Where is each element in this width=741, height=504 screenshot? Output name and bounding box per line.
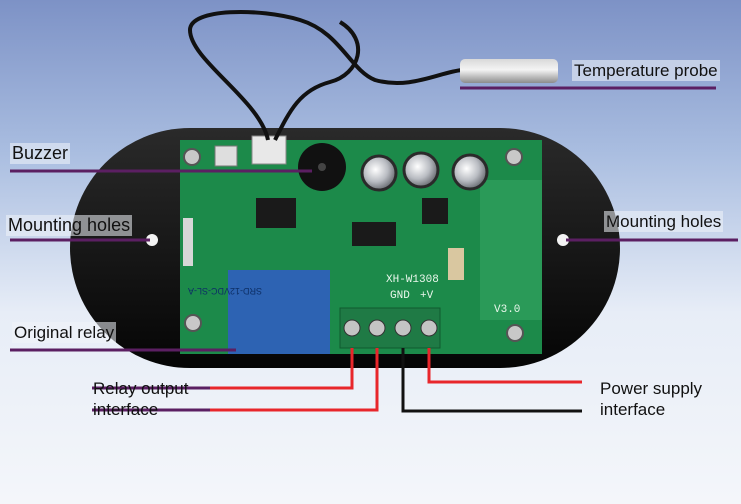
- temperature-probe-sensor: [460, 59, 558, 83]
- output-wires: [210, 348, 582, 413]
- board-model: XH-W1308: [386, 274, 439, 286]
- board-version: V3.0: [494, 304, 520, 316]
- label-relay-output-interface: Relay output interface: [93, 379, 189, 419]
- terminal-plus-label: +V: [420, 290, 434, 302]
- buzzer-hole: [318, 163, 326, 171]
- ic-chips: [256, 198, 464, 280]
- leader-lines: [10, 86, 738, 412]
- mounting-hole-right: [557, 234, 569, 246]
- label-original-relay: Original relay: [12, 322, 117, 343]
- terminal-screws: [343, 319, 438, 337]
- relay-component: [228, 270, 330, 354]
- label-power-supply-interface: Power supply interface: [600, 379, 703, 419]
- label-mounting-holes-right: Mounting holes: [604, 211, 724, 232]
- relay-print: SRD-12VDC-SL-A: [188, 286, 262, 296]
- capacitors: [360, 151, 489, 192]
- probe-cable: [187, 9, 463, 141]
- mounting-hole-left: [146, 234, 158, 246]
- pcb-edge-strip: [480, 180, 542, 320]
- label-buzzer: Buzzer: [10, 143, 71, 164]
- pcb-screws: [183, 148, 524, 342]
- probe-cable-loop: [273, 20, 360, 141]
- label-mounting-holes-left: Mounting holes: [6, 215, 133, 236]
- header-pins: [183, 135, 287, 266]
- label-temperature-probe: Temperature probe: [572, 60, 720, 81]
- terminal-gnd-label: GND: [390, 290, 410, 302]
